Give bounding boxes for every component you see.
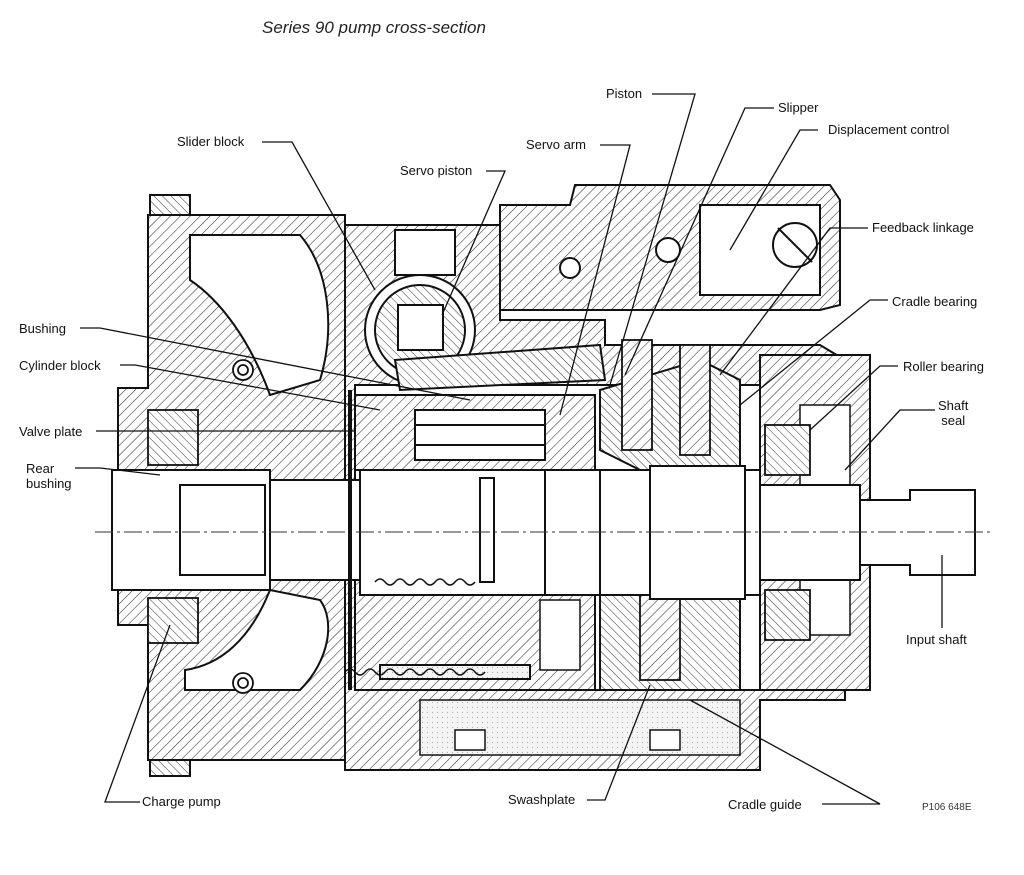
leader-servo-arm (559, 144, 631, 416)
label-cradle-bearing: Cradle bearing (892, 294, 978, 309)
label-cradle-guide: Cradle guide (728, 797, 802, 812)
leader-displacement-control (729, 129, 818, 251)
label-cylinder-block: Cylinder block (19, 358, 101, 373)
label-charge-pump: Charge pump (142, 794, 221, 809)
figure-code: P106 648E (922, 802, 972, 813)
label-shaft-seal: Shaft seal (938, 398, 969, 428)
leader-servo-piston (441, 170, 506, 316)
label-bushing: Bushing (19, 321, 66, 336)
leader-bushing (80, 327, 471, 401)
leader-piston (609, 93, 696, 386)
input-shaft (95, 465, 990, 600)
label-input-shaft: Input shaft (906, 632, 967, 647)
charge-pump (147, 409, 199, 644)
leader-cradle-guide (689, 699, 881, 805)
label-displacement-control: Displacement control (828, 122, 950, 137)
label-servo-arm: Servo arm (526, 137, 586, 152)
leader-charge-pump (104, 624, 171, 803)
diagram-title: Series 90 pump cross-section (262, 18, 486, 37)
label-piston: Piston (606, 86, 643, 101)
rear-housing-bolts (232, 359, 254, 694)
label-servo-piston: Servo piston (400, 163, 473, 178)
leader-roller-bearing (809, 365, 898, 431)
leader-lines (75, 93, 943, 805)
label-swashplate: Swashplate (508, 792, 576, 807)
cylinder-spring (344, 578, 486, 676)
label-rear-bushing: Rear bushing (26, 461, 72, 491)
leader-slipper (624, 107, 774, 376)
displacement-control-block (499, 184, 841, 311)
leader-feedback-linkage (719, 227, 868, 376)
label-feedback-linkage: Feedback linkage (872, 220, 974, 235)
leader-cradle-bearing (739, 299, 888, 406)
leader-rear-bushing (75, 467, 161, 476)
leader-swashplate (587, 684, 651, 801)
label-slipper: Slipper (778, 100, 819, 115)
leader-slider-block (262, 141, 376, 291)
leader-cylinder-block (120, 364, 381, 411)
bottom-ports (419, 599, 741, 756)
roller-bearing (764, 424, 811, 641)
label-roller-bearing: Roller bearing (903, 359, 984, 374)
piston-slipper-assembly (621, 339, 711, 681)
leader-shaft-seal (844, 409, 935, 471)
label-slider-block: Slider block (177, 134, 245, 149)
label-valve-plate: Valve plate (19, 424, 83, 439)
servo-arm (393, 343, 607, 392)
